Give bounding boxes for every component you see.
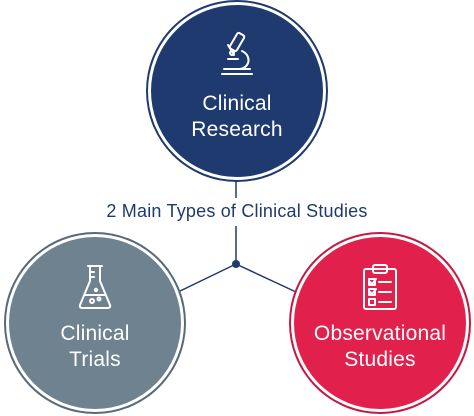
node-label-clinical-trials: Clinical Trials xyxy=(9,321,181,373)
node-clinical-trials: Clinical Trials xyxy=(6,234,184,412)
node-observational-studies: Observational Studies xyxy=(291,234,469,412)
label-line-1: Clinical xyxy=(60,322,130,345)
node-label-clinical-research: Clinical Research xyxy=(151,91,323,143)
label-line-2: Trials xyxy=(69,348,121,371)
connector-junction-to-trials xyxy=(177,263,237,293)
junction-dot xyxy=(232,260,240,268)
clipboard-checklist-icon xyxy=(363,264,397,310)
label-line-2: Research xyxy=(191,118,283,141)
microscope-icon xyxy=(221,31,253,75)
diagram-title: 2 Main Types of Clinical Studies xyxy=(0,201,474,222)
label-line-1: Observational xyxy=(313,322,447,345)
diagram-title-text: 2 Main Types of Clinical Studies xyxy=(100,201,374,221)
connector-junction-to-observational xyxy=(235,263,297,293)
label-line-1: Clinical xyxy=(202,92,272,115)
label-line-2: Studies xyxy=(344,348,416,371)
flask-icon xyxy=(78,265,112,309)
node-label-observational-studies: Observational Studies xyxy=(294,321,466,373)
node-clinical-research: Clinical Research xyxy=(148,2,326,180)
